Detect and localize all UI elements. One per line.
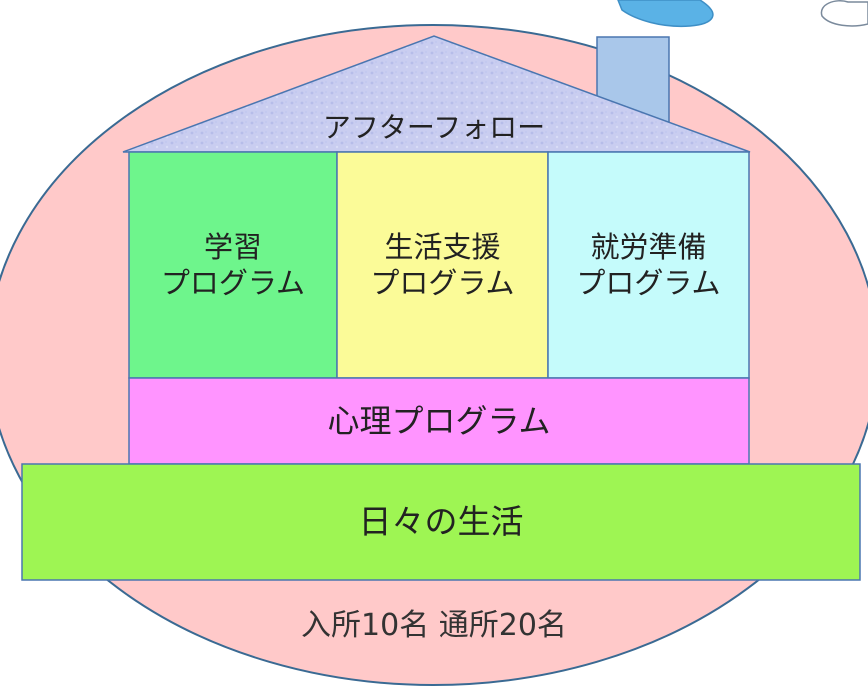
program-learning-line1: 学習 [203,229,262,264]
psychology-block [128,377,750,465]
psychology-label: 心理プログラム [327,402,551,440]
program-life-support-label: 生活支援 プログラム [337,152,548,378]
program-block-learning [128,151,338,379]
program-learning-label: 学習 プログラム [129,152,337,378]
program-employment-line1: 就労準備 [590,229,707,264]
cloud-icon [820,0,868,27]
daily-life-block [21,463,861,581]
program-employment-label: 就労準備 プログラム [548,152,749,378]
program-block-employment [547,151,750,379]
roof-title: アフターフォロー [322,110,546,144]
daily-life-label: 日々の生活 [358,502,524,542]
program-learning-line2: プログラム [160,266,306,300]
bird-icon [617,0,714,28]
capacity-label: 入所10名 通所20名 [301,608,567,644]
program-block-life-support [336,151,549,379]
program-life-support-line2: プログラム [370,266,515,300]
program-life-support-line1: 生活支援 [384,229,501,264]
program-employment-line2: プログラム [576,266,721,300]
